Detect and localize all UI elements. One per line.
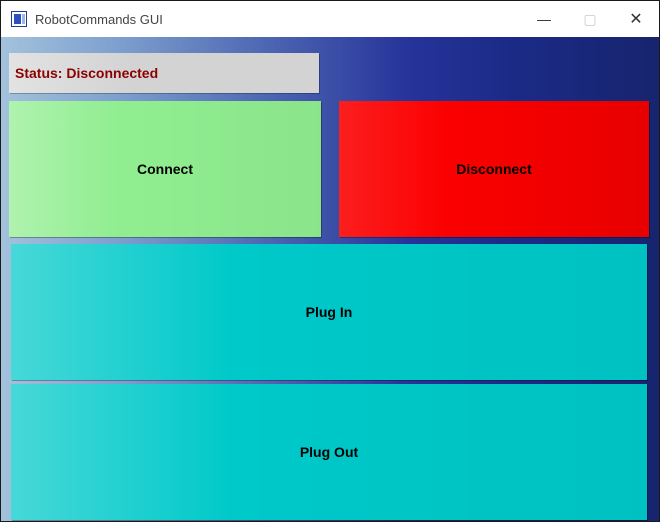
plug-in-button[interactable]: Plug In [11,244,647,380]
close-button[interactable]: ✕ [613,1,659,37]
maximize-button[interactable]: ▢ [567,1,613,37]
window-controls: — ▢ ✕ [521,1,659,37]
titlebar-left: RobotCommands GUI [1,11,163,27]
plug-out-button[interactable]: Plug Out [11,384,647,520]
connect-button[interactable]: Connect [9,101,321,237]
app-icon [11,11,27,27]
main-content: Status: Disconnected Connect Disconnect … [1,37,659,521]
window-title: RobotCommands GUI [35,11,163,27]
disconnect-button[interactable]: Disconnect [339,101,649,237]
status-label: Status: Disconnected [9,53,319,93]
titlebar: RobotCommands GUI — ▢ ✕ [1,1,659,37]
minimize-button[interactable]: — [521,1,567,37]
